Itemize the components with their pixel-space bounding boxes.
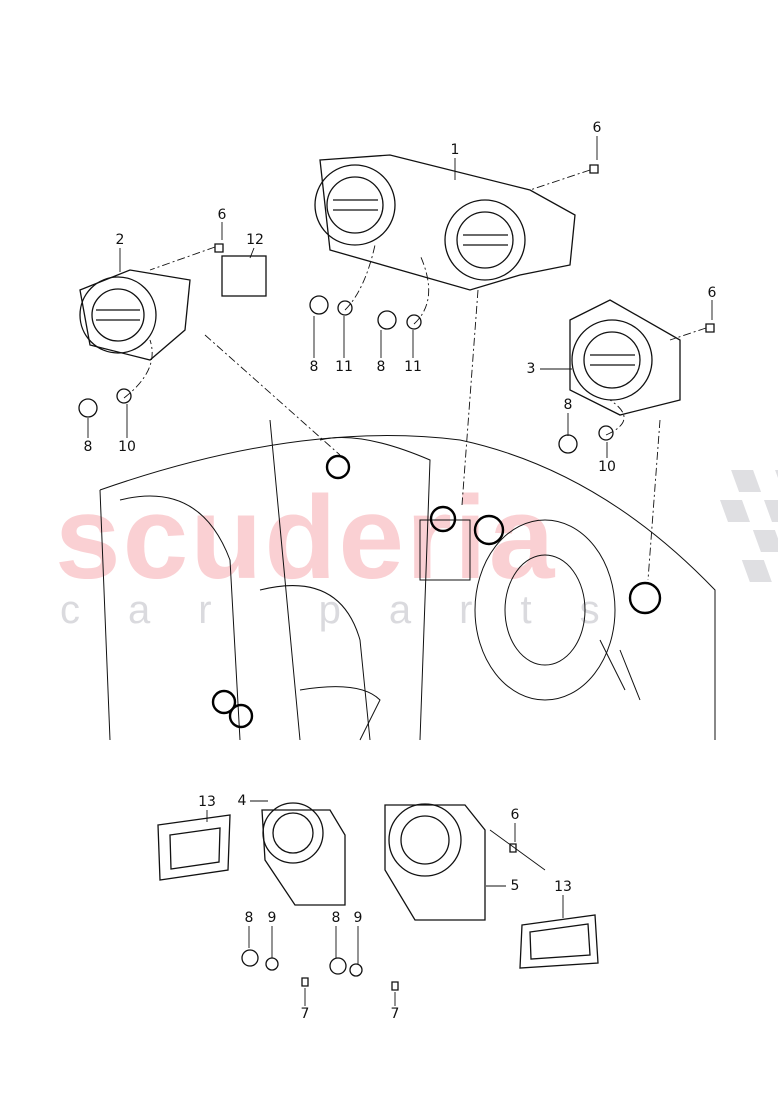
- part-12-module: [221, 255, 267, 297]
- callout-13: 13: [554, 879, 572, 895]
- callout-5: 5: [510, 878, 520, 894]
- watermark-flag: [719, 470, 778, 582]
- callout-9: 9: [353, 910, 363, 926]
- callout-8: 8: [563, 397, 573, 413]
- callout-6: 6: [510, 807, 520, 823]
- callout-8: 8: [376, 359, 386, 375]
- callout-8: 8: [309, 359, 319, 375]
- callout-10: 10: [598, 459, 616, 475]
- callout-9: 9: [267, 910, 277, 926]
- callout-10: 10: [118, 439, 136, 455]
- small-fasteners: [78, 164, 715, 454]
- callout-6: 6: [592, 120, 602, 136]
- callout-8: 8: [244, 910, 254, 926]
- part-4-vent: [261, 802, 346, 906]
- callout-4: 4: [237, 793, 247, 809]
- highlight-rings: [211, 454, 662, 729]
- callout-6: 6: [707, 285, 717, 301]
- part-1-center-vents: [314, 154, 576, 291]
- callout-12: 12: [246, 232, 264, 248]
- part-5-vent: [384, 803, 486, 921]
- callout-2: 2: [115, 232, 125, 248]
- watermark-scuderia: scuderia: [55, 472, 557, 604]
- callout-7: 7: [300, 1006, 310, 1022]
- part-2-left-vent: [79, 269, 191, 361]
- callout-1: 1: [450, 142, 460, 158]
- callout-8: 8: [331, 910, 341, 926]
- callout-8: 8: [83, 439, 93, 455]
- callout-13: 13: [198, 794, 216, 810]
- lower-fasteners: [241, 843, 517, 991]
- callout-3: 3: [526, 361, 536, 377]
- callout-11: 11: [335, 359, 353, 375]
- leader-lines: [123, 169, 707, 581]
- callout-6: 6: [217, 207, 227, 223]
- part-13-grilles: [157, 814, 599, 969]
- callout-lines: [87, 136, 713, 1006]
- callout-11: 11: [404, 359, 422, 375]
- car-interior: [99, 419, 716, 741]
- callout-7: 7: [390, 1006, 400, 1022]
- part-3-right-vent: [569, 299, 681, 416]
